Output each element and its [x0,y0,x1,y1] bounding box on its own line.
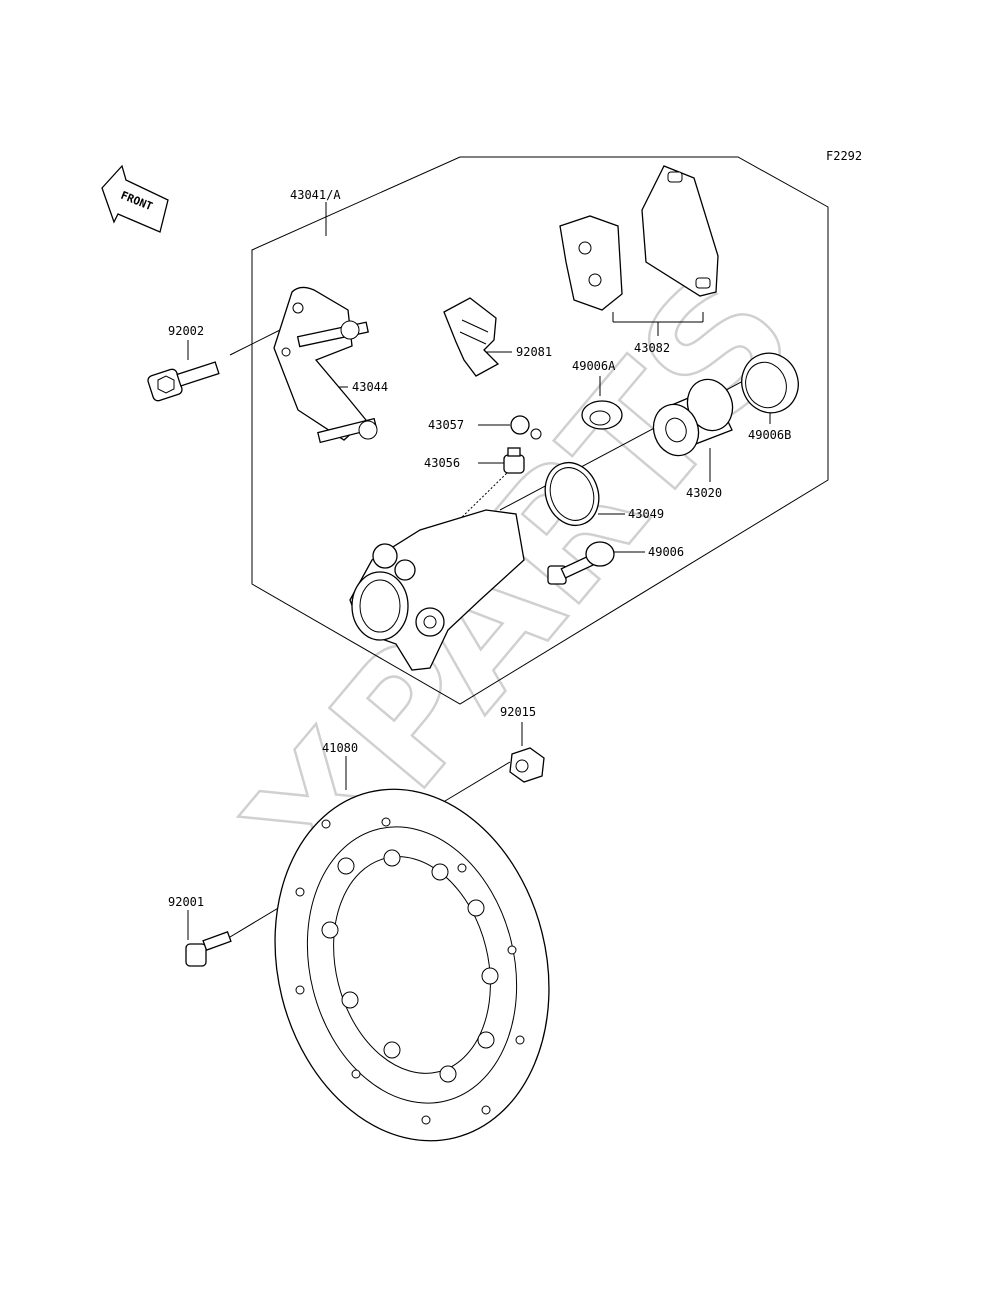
label-43057: 43057 [428,418,464,432]
bracket-43044-drawing [273,286,378,444]
disc-41080-drawing [274,788,550,1142]
label-92015: 92015 [500,705,536,719]
label-49006A: 49006A [572,359,616,373]
brake-pads-43082-drawing [559,165,719,311]
label-43049: 43049 [628,507,664,521]
label-92001: 92001 [168,895,204,909]
part-labels: 43041/A 92002 43044 92081 43082 49006A 4… [168,188,791,909]
label-92081: 92081 [516,345,552,359]
pin-49006-drawing [547,541,615,585]
bleed-valve-43056-drawing [503,447,525,474]
front-direction-arrow: FRONT [101,164,169,233]
caliper-body-drawing [349,509,525,671]
seal-49006B-drawing [741,352,799,414]
oring-43049-drawing [544,461,600,527]
piston-43020-drawing [652,378,734,457]
nut-92015-drawing [509,747,545,783]
label-43044: 43044 [352,380,388,394]
spring-92081-drawing [443,297,500,377]
label-49006B: 49006B [748,428,791,442]
disc-mount-holes [295,817,525,1125]
label-43082: 43082 [634,341,670,355]
boot-49006A-drawing [581,400,623,430]
caliper-assembly-outline [251,156,829,705]
label-43020: 43020 [686,486,722,500]
fitting-43057-drawing [510,415,542,440]
label-43041: 43041/A [290,188,341,202]
figure-code: F2292 [826,149,862,163]
bolt-92001-drawing [185,931,232,967]
label-41080: 41080 [322,741,358,755]
label-92002: 92002 [168,324,204,338]
label-43056: 43056 [424,456,460,470]
label-49006: 49006 [648,545,684,559]
bolt-92002-drawing [147,361,220,402]
